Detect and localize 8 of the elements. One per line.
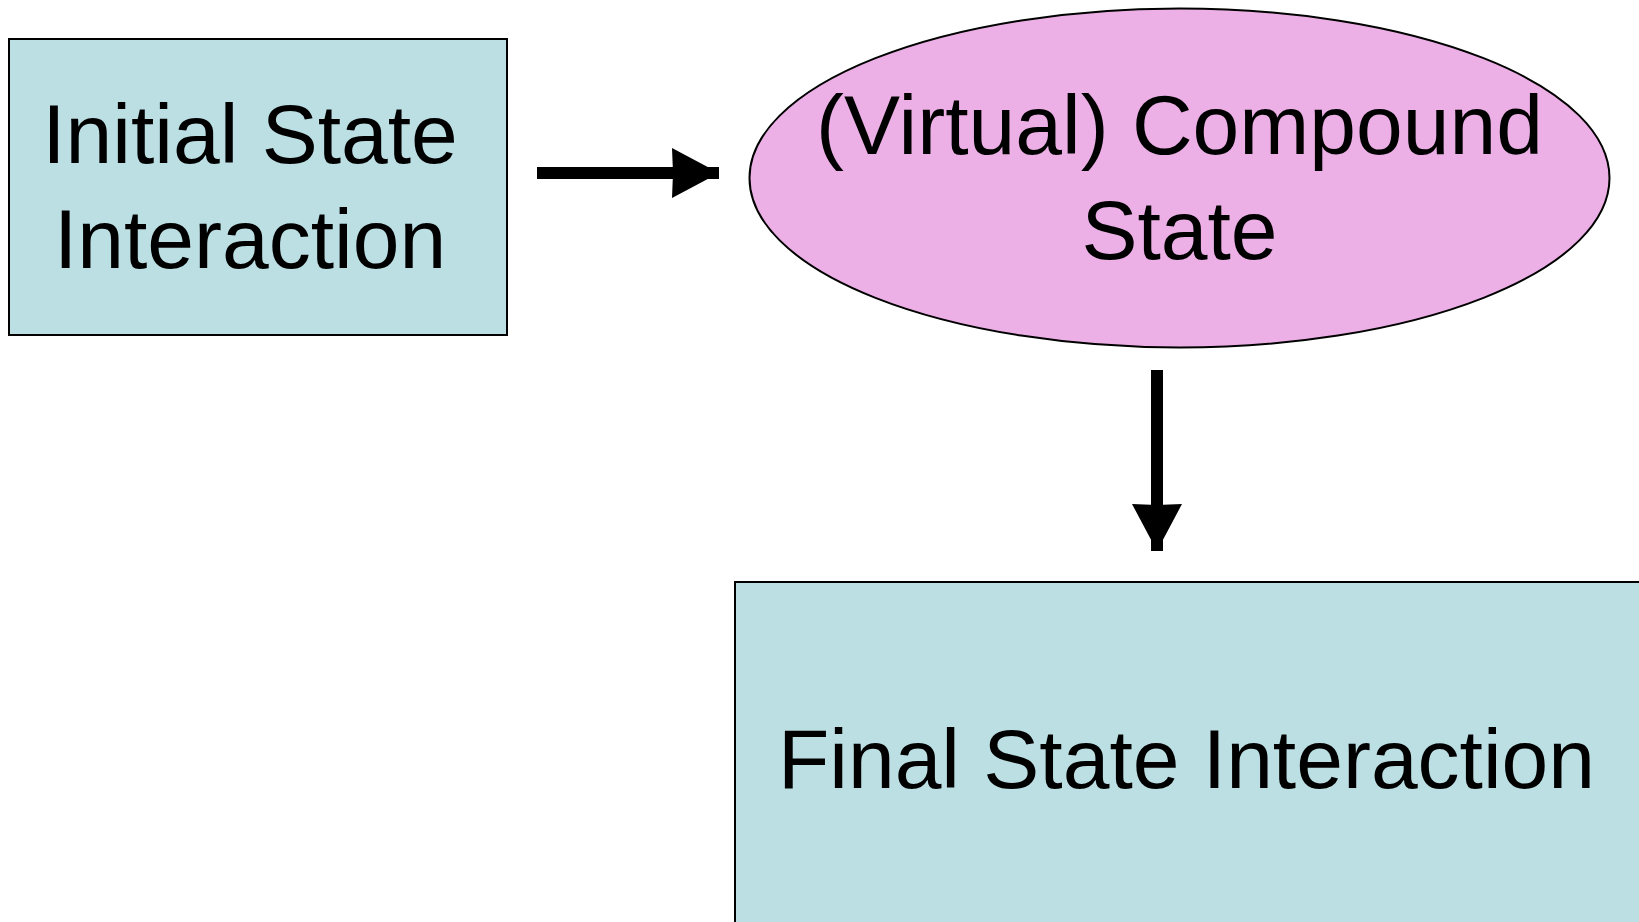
node-label: Final State Interaction [777,710,1596,808]
arrow [537,148,719,198]
process-box [734,581,1639,922]
node-label: (Virtual) Compound State [815,77,1544,279]
process-box [8,38,508,336]
node-label: Initial State Interaction [41,86,459,288]
state-ellipse [748,7,1611,349]
arrow [1132,370,1182,551]
